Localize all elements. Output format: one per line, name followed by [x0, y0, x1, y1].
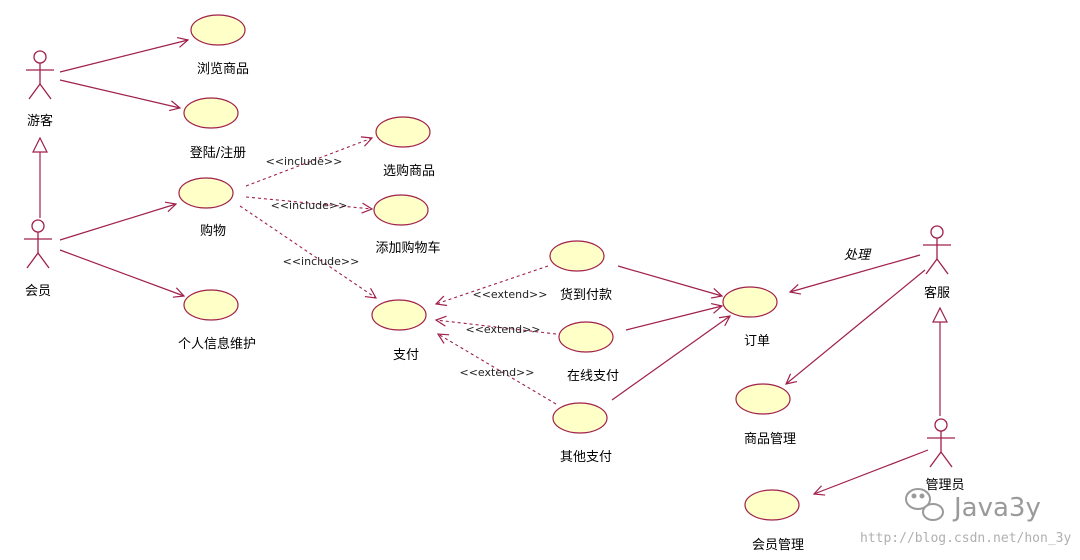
usecase-browse-label: 浏览商品	[197, 61, 249, 77]
usecase-select-label: 选购商品	[383, 163, 435, 179]
usecase-goods-mgmt-label: 商品管理	[744, 432, 796, 447]
usecase-add-cart-label: 添加购物车	[375, 240, 440, 256]
watermark: Java3y http://blog.csdn.net/hon_3y	[860, 488, 1071, 546]
usecase-pay-label: 支付	[393, 348, 419, 363]
actor-service-figure	[923, 225, 951, 275]
wechat-icon	[905, 488, 944, 521]
actor-admin-figure	[927, 418, 955, 468]
usecase-online	[558, 321, 614, 353]
extend-label-1: <<extend>>	[473, 288, 548, 301]
usecase-cod	[549, 240, 605, 272]
usecase-browse	[190, 14, 246, 46]
usecase-order-label: 订单	[744, 334, 770, 349]
usecase-select	[375, 116, 431, 148]
actor-service-label: 客服	[924, 285, 950, 301]
include-label-2: <<include>>	[271, 199, 348, 212]
assoc-member-profile	[59, 249, 184, 296]
extend-cod-pay	[436, 265, 549, 304]
usecase-member-mgmt	[744, 489, 800, 521]
include-label-1: <<include>>	[266, 155, 343, 168]
actor-member-figure	[24, 219, 52, 269]
handle-label: 处理	[844, 248, 872, 263]
assoc-admin-member-mgmt	[814, 449, 929, 494]
usecase-other	[552, 402, 608, 434]
usecase-add-cart	[373, 194, 429, 226]
dependency-lines	[239, 138, 557, 405]
assoc-member-shopping	[59, 204, 176, 241]
usecase-goods-mgmt	[735, 383, 791, 415]
assoc-service-goods	[786, 269, 926, 384]
include-shopping-pay	[239, 205, 376, 298]
assoc-visitor-browse	[59, 40, 188, 73]
watermark-brand: Java3y	[952, 493, 1041, 523]
association-lines	[59, 40, 929, 494]
usecase-cod-label: 货到付款	[560, 287, 612, 303]
include-shopping-select	[245, 138, 372, 187]
actor-admin-label: 管理员	[925, 478, 964, 493]
assoc-visitor-login	[59, 79, 180, 108]
actor-visitor-label: 游客	[27, 113, 53, 129]
assoc-cod-order	[617, 265, 722, 296]
usecase-profile-label: 个人信息维护	[178, 336, 256, 352]
extend-label-3: <<extend>>	[460, 366, 535, 379]
usecase-login	[183, 97, 239, 129]
watermark-url: http://blog.csdn.net/hon_3y	[860, 531, 1071, 546]
generalization-lines	[40, 138, 940, 416]
actor-member-label: 会员	[25, 284, 51, 299]
usecase-pay	[371, 299, 427, 331]
include-label-3: <<include>>	[283, 255, 360, 268]
extend-label-2: <<extend>>	[466, 323, 541, 336]
usecase-other-label: 其他支付	[560, 450, 612, 465]
usecase-online-label: 在线支付	[567, 369, 619, 384]
usecase-shopping-label: 购物	[200, 223, 226, 239]
usecase-ellipses	[178, 14, 800, 521]
usecase-order	[722, 286, 778, 318]
actor-figures	[24, 50, 955, 468]
actor-visitor-figure	[26, 50, 54, 100]
extend-other-pay	[438, 334, 557, 405]
usecase-profile	[183, 289, 239, 321]
assoc-other-order	[611, 316, 730, 401]
extend-online-pay	[436, 320, 557, 335]
assoc-online-order	[625, 306, 722, 331]
assoc-service-order	[790, 254, 921, 292]
usecase-shopping	[178, 177, 234, 209]
usecase-login-label: 登陆/注册	[190, 145, 246, 161]
usecase-member-mgmt-label: 会员管理	[752, 538, 804, 553]
